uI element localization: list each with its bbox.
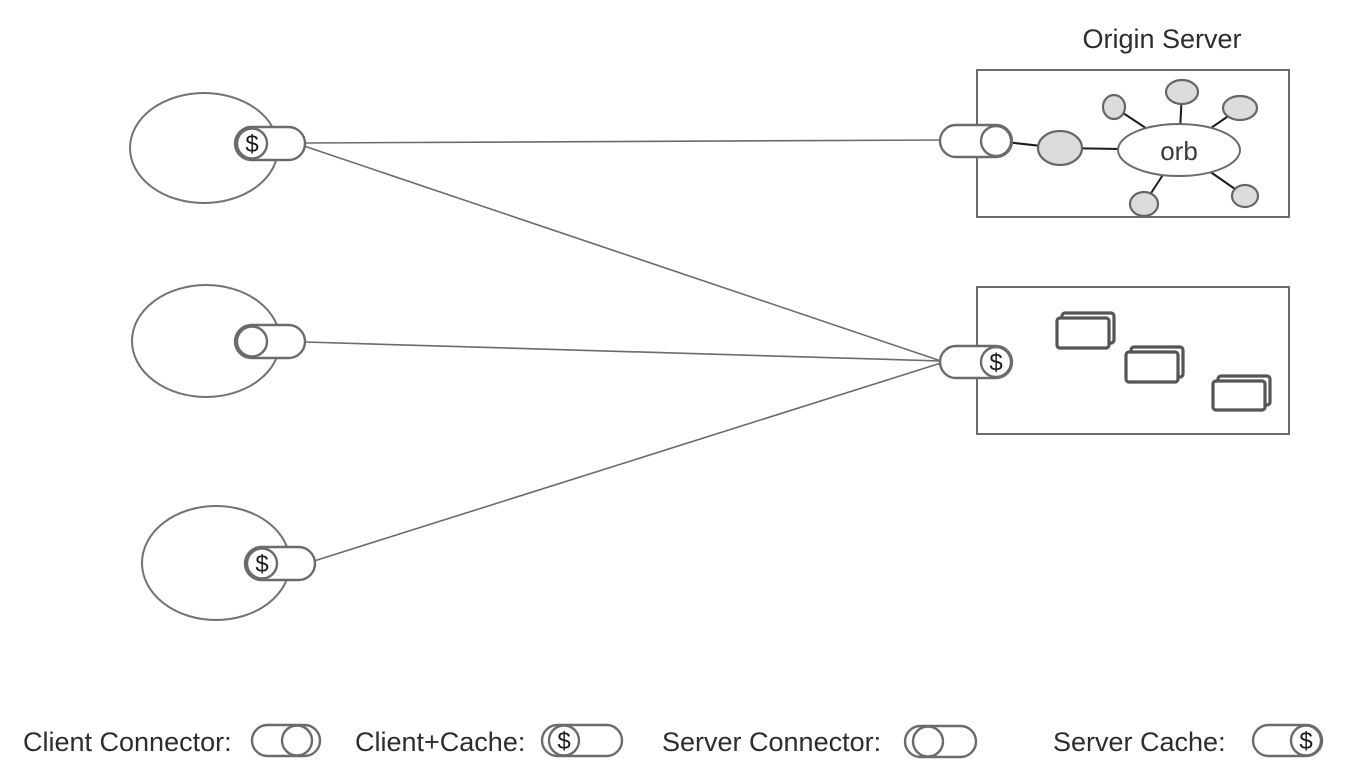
cache-server: $	[938, 286, 1290, 435]
legend-label: Server Connector:	[662, 727, 881, 757]
legend-item-server-cache: Server Cache: $	[1053, 723, 1324, 758]
document-card-front	[1124, 350, 1180, 384]
legend-item-client-cache: Client+Cache: $	[355, 723, 624, 758]
link-client2-cache-server	[304, 341, 942, 362]
cache-symbol: $	[989, 350, 1002, 377]
document-card-front	[1211, 379, 1267, 412]
orb-node	[1117, 123, 1241, 177]
legend-label: Client+Cache:	[355, 727, 525, 757]
legend-label: Server Cache:	[1053, 727, 1226, 757]
document-stack-1	[1055, 311, 1116, 350]
cache-indicator-circle	[235, 127, 269, 160]
cache-symbol: $	[557, 728, 570, 755]
link-client1-cache-server	[303, 145, 942, 362]
document-stack-2	[1124, 345, 1185, 384]
cache-symbol: $	[245, 131, 258, 158]
document-card-front	[1055, 316, 1111, 350]
client-3: $	[141, 505, 317, 621]
orb-satellite-node	[1101, 93, 1127, 121]
orb-hub-node	[1036, 129, 1084, 167]
connector-circle	[280, 724, 314, 757]
link-client1-origin-server	[303, 139, 942, 144]
connector-circle	[235, 325, 269, 358]
orb-satellite-node	[1230, 183, 1260, 209]
legend: Client Connector: Client+Cache: $ Server…	[23, 723, 1324, 759]
orb-satellite-node	[1164, 78, 1200, 106]
cache-indicator-circle	[1289, 724, 1323, 757]
cache-indicator-circle	[547, 724, 581, 757]
legend-item-server-connector: Server Connector:	[662, 724, 978, 759]
client-1: $	[129, 92, 307, 204]
orb-satellite-node	[1128, 190, 1160, 218]
document-stack-3	[1211, 374, 1272, 412]
orb-satellite-node	[1221, 94, 1259, 122]
legend-label: Client Connector:	[23, 727, 232, 757]
connector-circle	[979, 124, 1013, 158]
orb-label: orb	[1160, 136, 1198, 166]
origin-server: Origin Server orb	[938, 24, 1290, 218]
connector-circle	[911, 725, 945, 758]
connection-lines	[303, 139, 942, 562]
client-2	[131, 284, 307, 398]
cache-symbol: $	[1299, 728, 1312, 755]
legend-item-client-connector: Client Connector:	[23, 723, 322, 758]
origin-server-title: Origin Server	[1082, 24, 1241, 54]
cache-symbol: $	[255, 551, 268, 578]
cache-indicator-circle	[979, 345, 1013, 379]
cache-indicator-circle	[245, 547, 279, 580]
link-client3-cache-server	[313, 362, 942, 562]
